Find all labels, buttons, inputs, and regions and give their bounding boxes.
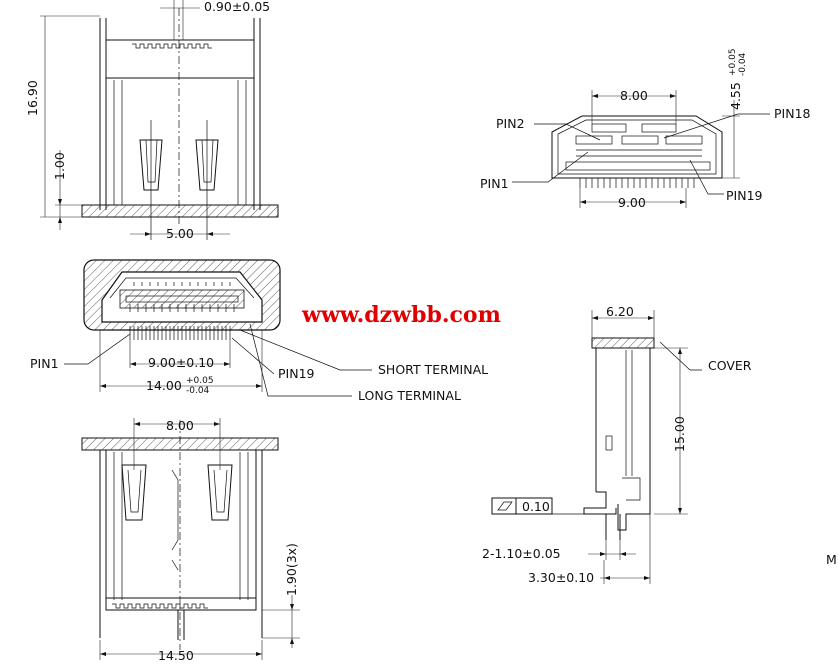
front-pin19-label: PIN19 bbox=[278, 366, 315, 381]
dim-0-90: 0.90±0.05 bbox=[204, 0, 270, 14]
pin18-label: PIN18 bbox=[774, 106, 811, 121]
flatness-value: 0.10 bbox=[522, 499, 550, 514]
dim-8-00-bottom: 8.00 bbox=[166, 418, 194, 433]
front-pin1-label: PIN1 bbox=[30, 356, 59, 371]
corner-mark: M bbox=[826, 552, 837, 567]
side-view: 6.20 15.00 COVER 0.10 2-1.10±0.05 3.30±0… bbox=[482, 304, 752, 585]
dim-2-1-10: 2-1.10±0.05 bbox=[482, 546, 561, 561]
bottom-view: 8.00 1.90(3x) 14.50 bbox=[81, 418, 300, 663]
dim-3-30: 3.30±0.10 bbox=[528, 570, 594, 585]
top-left-view: 5.00 16.90 1.00 0.90±0.05 bbox=[25, 0, 279, 241]
dim-14-00-upper-tol: +0.05 bbox=[186, 376, 214, 386]
dim-4-55-lower-tol: -0.04 bbox=[738, 52, 748, 76]
dim-16-90: 16.90 bbox=[25, 80, 40, 116]
pin-view-pin1-label: PIN1 bbox=[480, 176, 509, 191]
dim-6-20: 6.20 bbox=[606, 304, 634, 319]
dim-4-55-upper-tol: +0.05 bbox=[728, 48, 738, 76]
front-view: PIN1 PIN19 SHORT TERMINAL LONG TERMINAL … bbox=[30, 259, 488, 403]
dim-14-00: 14.00 bbox=[146, 378, 182, 393]
long-terminal-label: LONG TERMINAL bbox=[358, 388, 461, 403]
dim-5-00: 5.00 bbox=[166, 226, 194, 241]
dim-15-00: 15.00 bbox=[672, 416, 687, 452]
dim-8-00-pin: 8.00 bbox=[620, 88, 648, 103]
pin2-label: PIN2 bbox=[496, 116, 525, 131]
dim-14-00-lower-tol: -0.04 bbox=[186, 386, 210, 396]
dim-4-55: 4.55 bbox=[728, 82, 743, 110]
dim-1-00: 1.00 bbox=[52, 152, 67, 180]
dim-14-50: 14.50 bbox=[158, 648, 194, 663]
dim-9-00: 9.00±0.10 bbox=[148, 355, 214, 370]
cover-label: COVER bbox=[708, 358, 752, 373]
pin-view: PIN2 PIN18 PIN1 PIN19 8.00 9.00 4.55 +0.… bbox=[480, 48, 811, 210]
top-pin-comb bbox=[132, 43, 212, 49]
watermark: www.dzwbb.com bbox=[301, 302, 501, 328]
short-terminal-label: SHORT TERMINAL bbox=[378, 362, 488, 377]
pin-view-pin19-label: PIN19 bbox=[726, 188, 763, 203]
dim-1-90: 1.90(3x) bbox=[284, 543, 299, 596]
dim-9-00-pin: 9.00 bbox=[618, 195, 646, 210]
